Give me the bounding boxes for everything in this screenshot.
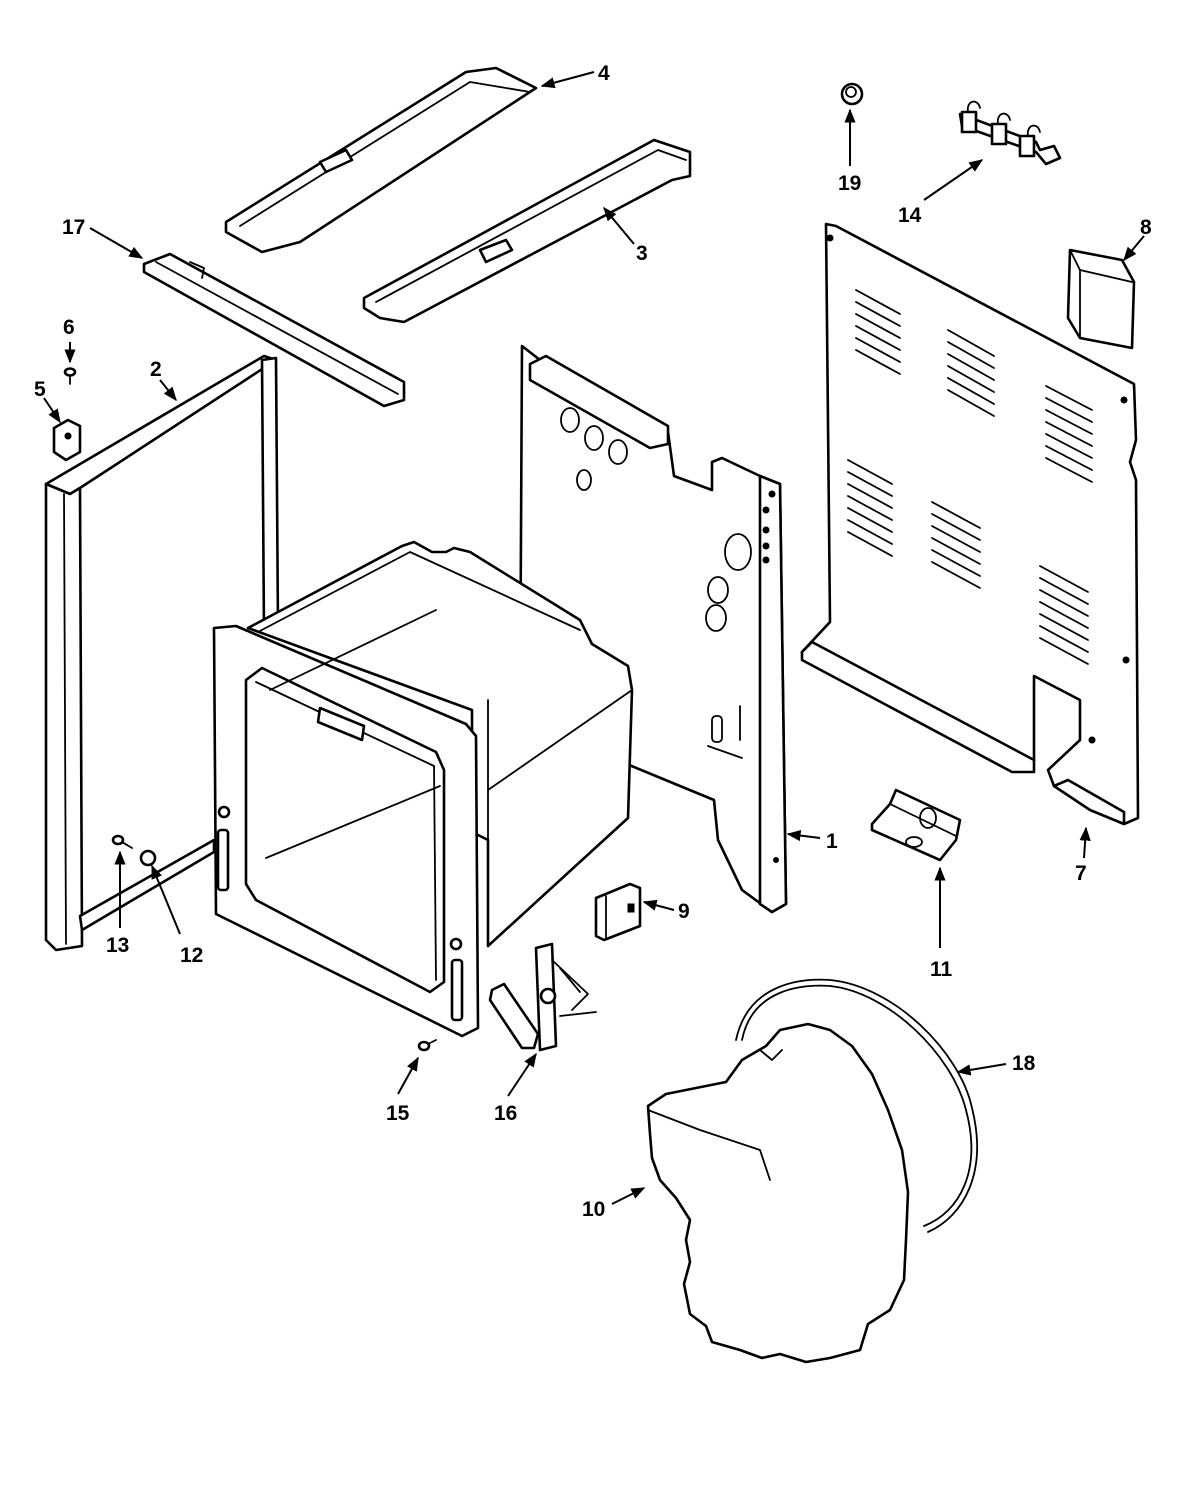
part-14-terminal-block (958, 100, 1062, 166)
callout-1: 1 (826, 830, 838, 853)
part-7-back-panel (800, 222, 1140, 826)
callout-10: 10 (582, 1198, 605, 1221)
part-9-bracket (594, 882, 642, 942)
callout-11: 11 (930, 958, 953, 981)
part-18-gasket (735, 978, 978, 1233)
part-4-top-rail (224, 66, 538, 254)
callout-7: 7 (1075, 862, 1087, 885)
callout-19: 19 (838, 172, 861, 195)
leader-lines (43, 71, 1145, 1205)
callout-17: 17 (62, 216, 85, 239)
callout-16: 16 (494, 1102, 517, 1125)
callout-labels: 4 3 17 6 2 5 1 7 8 9 10 11 12 13 14 15 1… (34, 62, 1152, 1221)
part-5-bracket (52, 418, 82, 462)
callout-5: 5 (34, 378, 46, 401)
part-2-side-frame (44, 354, 280, 952)
part-3-rail (362, 138, 692, 324)
part-11-angle-bracket (870, 788, 962, 862)
callout-14: 14 (898, 204, 922, 227)
callout-18: 18 (1012, 1052, 1036, 1075)
callout-15: 15 (386, 1102, 410, 1125)
callout-3: 3 (636, 242, 648, 265)
part-17-top-strip (142, 252, 406, 408)
part-1-side-panel (518, 344, 788, 914)
louver-group (847, 289, 1093, 665)
part-15-screw (417, 1039, 437, 1052)
callout-2: 2 (150, 358, 162, 381)
part-8-box (1066, 248, 1136, 350)
part-10-insulation (646, 1022, 910, 1364)
part-13-screw (111, 834, 133, 849)
callout-6: 6 (63, 316, 75, 339)
part-12-cap-nut (139, 849, 157, 867)
callout-9: 9 (678, 900, 690, 923)
part-16-hinge (488, 942, 597, 1052)
callout-12: 12 (180, 944, 203, 967)
callout-8: 8 (1140, 216, 1152, 239)
callout-4: 4 (598, 62, 610, 85)
callout-13: 13 (106, 934, 129, 957)
part-19-grommet (840, 82, 864, 106)
oven-cavity (212, 540, 634, 1038)
part-6-screw (63, 367, 77, 385)
